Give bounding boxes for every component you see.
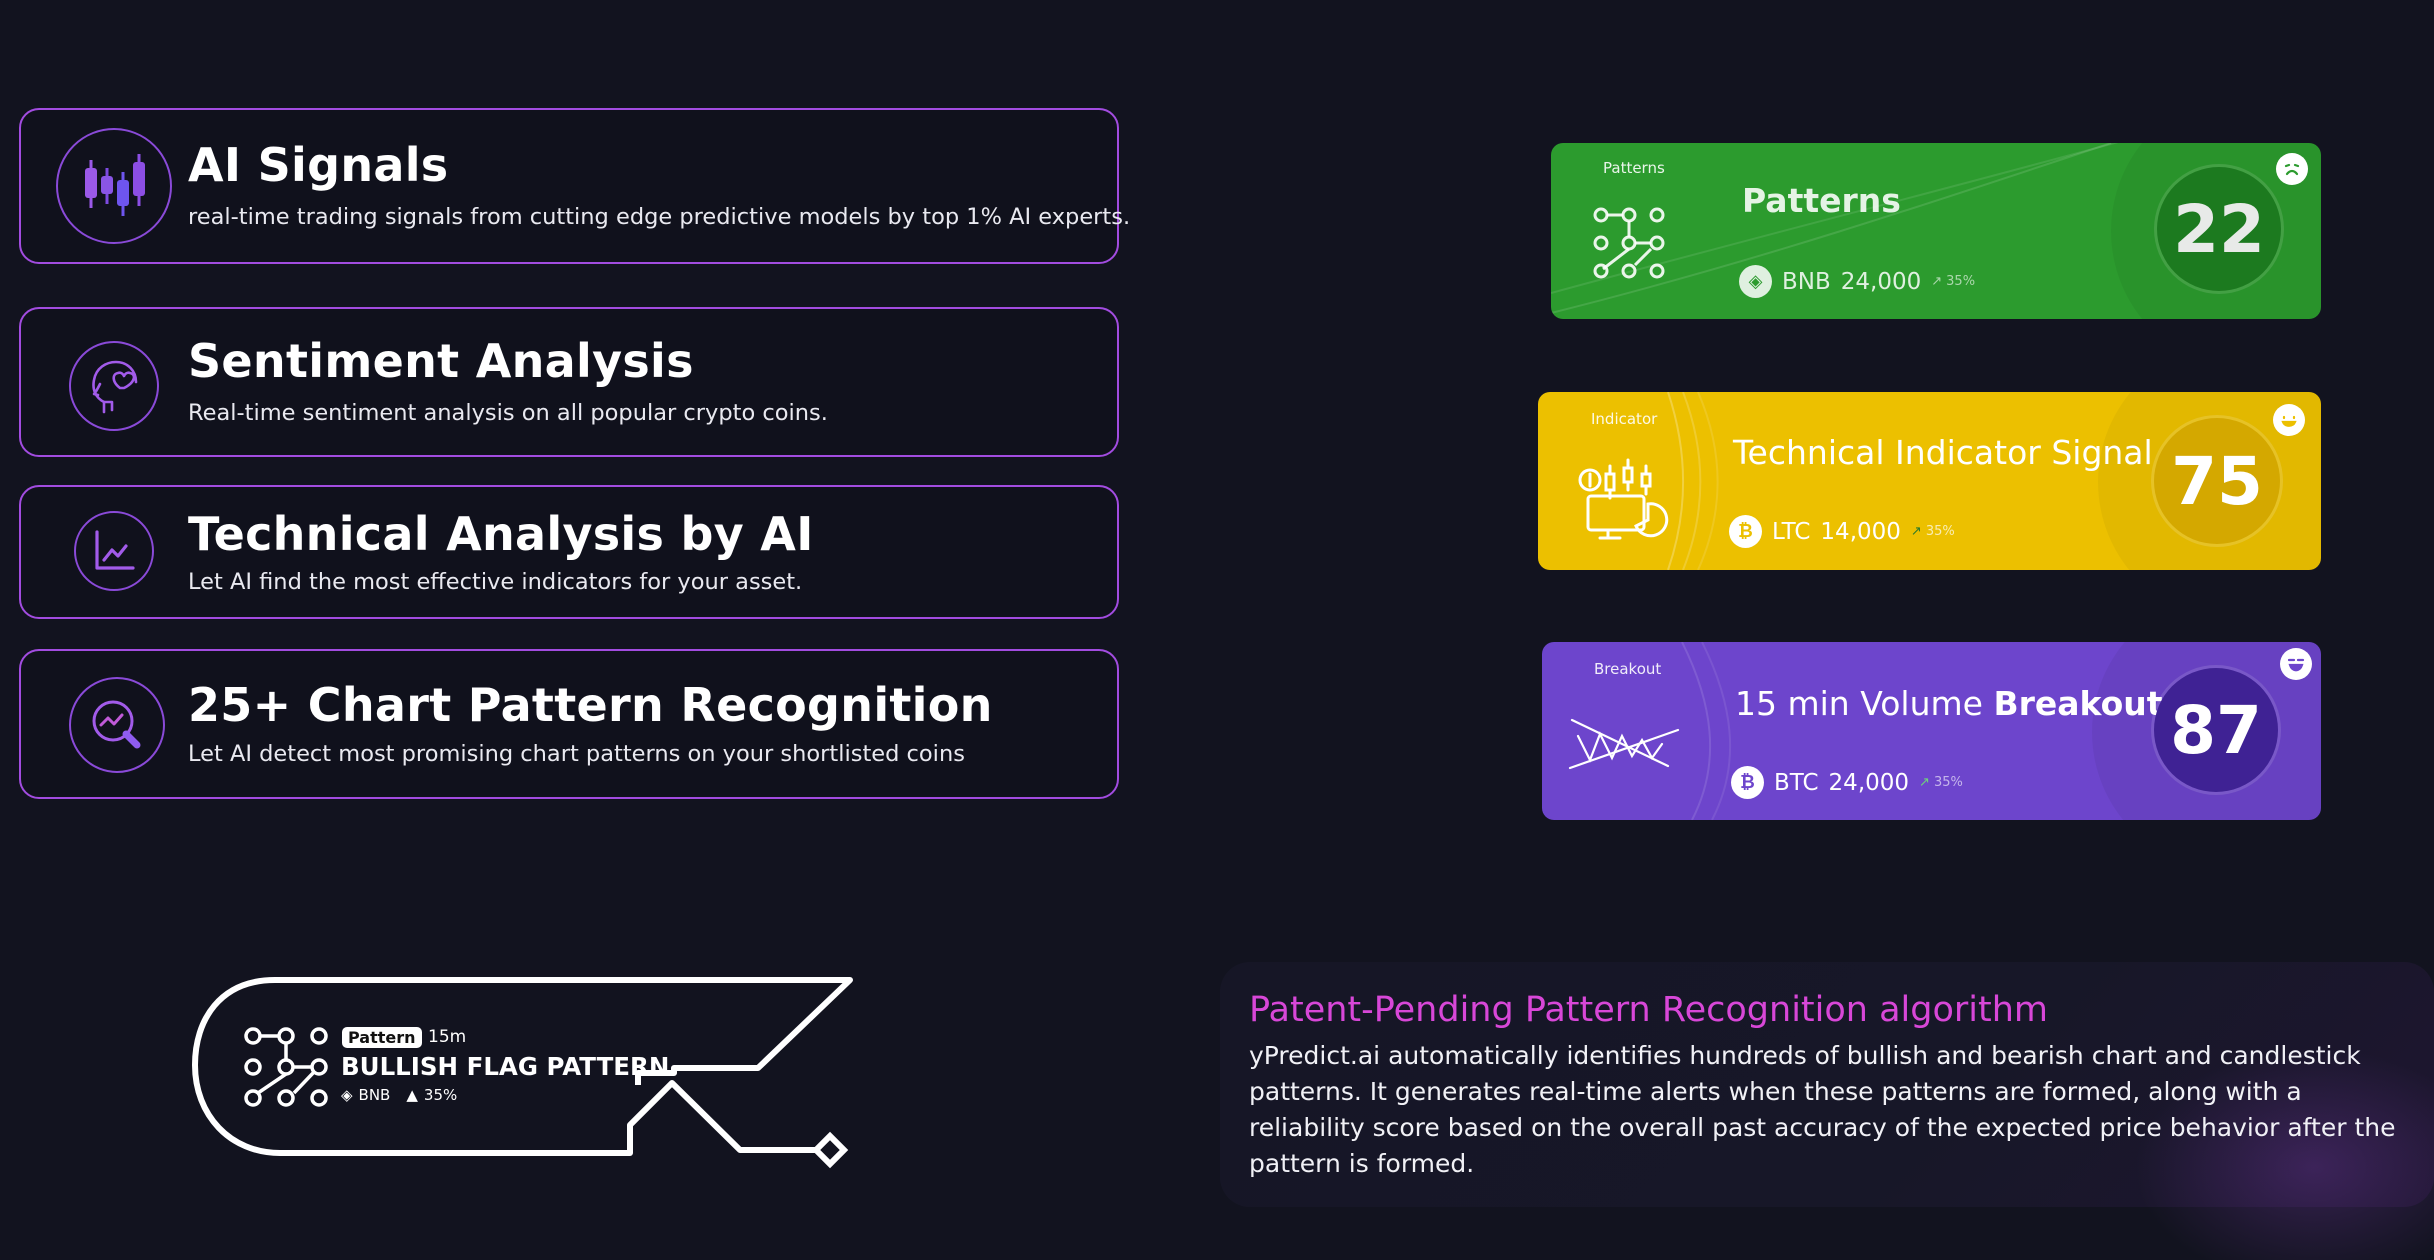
ltc-coin-icon: ₿ — [1729, 515, 1762, 548]
excited-face-icon — [2280, 648, 2312, 680]
card-title: Technical Indicator Signal — [1733, 433, 2153, 472]
feature-description: Real-time sentiment analysis on all popu… — [188, 400, 828, 426]
coin-price: 24,000 — [1828, 769, 1910, 796]
info-body: yPredict.ai automatically identifies hun… — [1249, 1041, 2396, 1178]
feature-card-sentiment-analysis[interactable]: Sentiment Analysis Real-time sentiment a… — [19, 307, 1119, 457]
bnb-coin-icon: ◈ — [341, 1086, 353, 1104]
info-panel — [1220, 962, 2434, 1260]
card-tag: Indicator — [1591, 410, 1658, 428]
feature-description: Let AI detect most promising chart patte… — [188, 741, 965, 767]
info-title: Patent-Pending Pattern Recognition algor… — [1249, 990, 2049, 1030]
pattern-change: 35% — [423, 1086, 458, 1104]
feature-title: 25+ Chart Pattern Recognition — [188, 678, 993, 732]
breakout-triangle-icon — [1568, 708, 1684, 782]
triangle-up-icon: ▲ — [406, 1086, 418, 1104]
signal-card-breakout[interactable]: Breakout 15 min Volume Breakout ₿ BTC 24… — [1542, 642, 2321, 820]
feature-card-technical-analysis[interactable]: Technical Analysis by AI Let AI find the… — [19, 485, 1119, 619]
coin-symbol: BNB — [1782, 268, 1831, 295]
feature-description: real-time trading signals from cutting e… — [188, 204, 1131, 230]
score-value: 87 — [2170, 691, 2262, 769]
coin-price: 14,000 — [1820, 518, 1901, 545]
signal-card-patterns[interactable]: Patterns Patterns ◈ BNB 24,000 ↗35% 22 — [1551, 143, 2321, 319]
card-title: Patterns — [1742, 181, 1901, 220]
trend-up-icon: ↗35% — [1910, 524, 1955, 539]
coin-price: 24,000 — [1840, 268, 1922, 295]
feature-title: Technical Analysis by AI — [188, 507, 814, 561]
card-tag: Breakout — [1594, 660, 1662, 678]
trend-up-icon: ↗35% — [1919, 775, 1963, 790]
score-circle: 22 — [2157, 167, 2281, 291]
card-title: 15 min Volume Breakout — [1735, 684, 2163, 723]
change-value: 35% — [1933, 775, 1963, 790]
candlestick-icon — [56, 128, 172, 244]
head-heart-icon — [69, 341, 159, 431]
pattern-chip: Pattern — [342, 1027, 422, 1048]
bullish-flag-pattern-illustration — [192, 977, 853, 1169]
happy-face-icon — [2273, 404, 2305, 436]
trend-up-icon: ↗35% — [1931, 274, 1976, 289]
pattern-coin-symbol: BNB — [358, 1086, 391, 1104]
feature-description: Let AI find the most effective indicator… — [188, 569, 803, 595]
coin-symbol: LTC — [1772, 518, 1811, 545]
card-title-prefix: 15 min Volume — [1735, 684, 1994, 723]
feature-title: Sentiment Analysis — [188, 334, 694, 388]
btc-coin-icon: ₿ — [1731, 766, 1764, 799]
line-chart-icon — [74, 511, 154, 591]
coin-row: ₿ LTC 14,000 ↗35% — [1729, 515, 1955, 548]
coin-row: ₿ BTC 24,000 ↗35% — [1731, 766, 1963, 799]
coin-row: ◈ BNB 24,000 ↗35% — [1739, 265, 1975, 298]
pattern-coin-row: ◈ BNB ▲ 35% — [341, 1086, 457, 1104]
score-circle: 75 — [2154, 418, 2280, 544]
score-value: 75 — [2171, 442, 2263, 520]
signal-card-indicator[interactable]: Indicator Technical Indicator Signal ₿ L… — [1538, 392, 2321, 570]
feature-card-chart-pattern-recognition[interactable]: 25+ Chart Pattern Recognition Let AI det… — [19, 649, 1119, 799]
bnb-coin-icon: ◈ — [1739, 265, 1772, 298]
indicator-computer-icon — [1576, 444, 1676, 548]
feature-card-ai-signals[interactable]: AI Signals real-time trading signals fro… — [19, 108, 1130, 264]
card-title-bold: Breakout — [1993, 684, 2163, 723]
feature-title: AI Signals — [188, 138, 449, 192]
pattern-nodes-icon — [1589, 203, 1669, 287]
change-value: 35% — [1925, 524, 1955, 539]
change-value: 35% — [1946, 274, 1976, 289]
score-value: 22 — [2173, 190, 2265, 268]
coin-symbol: BTC — [1774, 769, 1819, 796]
card-tag: Patterns — [1603, 159, 1665, 177]
score-circle: 87 — [2154, 668, 2278, 792]
pattern-name: BULLISH FLAG PATTERN — [341, 1052, 670, 1081]
corner-glow — [2134, 1047, 2434, 1260]
pattern-interval: 15m — [428, 1027, 467, 1047]
sad-face-icon — [2276, 153, 2308, 185]
magnifier-chart-icon — [69, 677, 165, 773]
